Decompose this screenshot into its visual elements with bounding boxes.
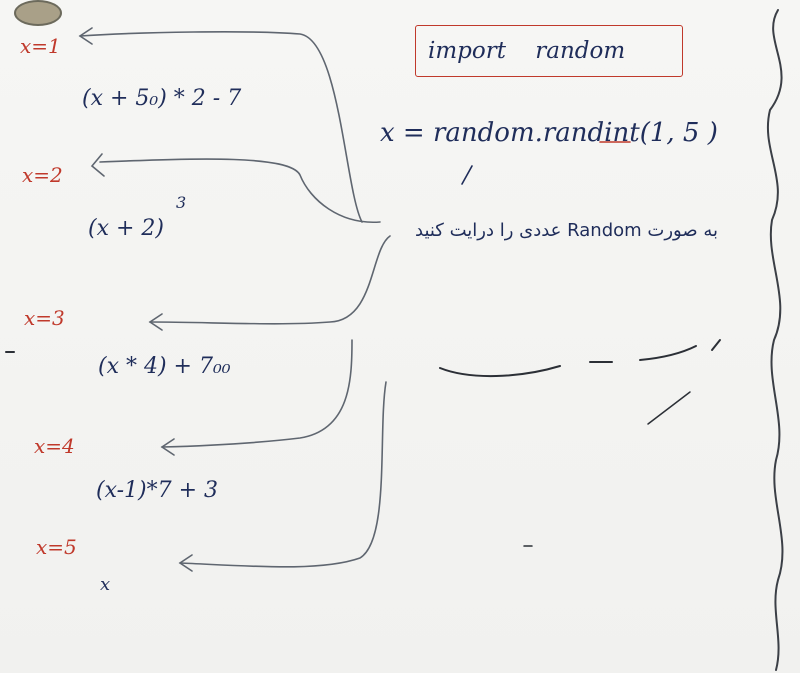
expression-1: (x + 5₀) * 2 - 7	[82, 86, 242, 111]
expression-4: (x-1)*7 + 3	[96, 478, 219, 503]
import-box: import random	[415, 25, 683, 77]
arrow-head-x4	[160, 438, 175, 456]
arrow-to-x2	[99, 158, 381, 223]
label-x3: x=3	[24, 306, 65, 330]
expression-5: x	[100, 574, 111, 595]
label-x1: x=1	[20, 34, 61, 58]
arrow-to-x3	[149, 235, 391, 325]
arrow-head-x1	[78, 27, 93, 45]
board-magnet	[14, 0, 62, 26]
arrow-head-x5	[178, 554, 193, 572]
dash-1	[439, 365, 561, 377]
dash-3	[639, 345, 697, 361]
arrow-to-x5	[179, 381, 387, 568]
expression-3: (x * 4) + 7₀₀	[98, 354, 231, 379]
persian-note: به صورت Random عددی را درایت کنید	[415, 220, 719, 241]
pen-tick	[461, 165, 473, 185]
expression-2-exponent: 3	[176, 193, 187, 212]
arrow-head-x2	[90, 153, 105, 177]
arrow-head-x3	[148, 313, 163, 331]
randint-assignment: x = random.randint(1, 5 )	[380, 118, 718, 148]
label-x2: x=2	[22, 163, 63, 187]
dash-4	[711, 339, 721, 351]
board-edge-line	[766, 9, 784, 671]
import-statement: import random	[428, 38, 626, 64]
label-x5: x=5	[36, 535, 77, 559]
arrow-to-x4	[161, 339, 353, 448]
arrow-to-x1	[79, 31, 363, 223]
label-x4: x=4	[34, 434, 75, 458]
dash-5	[647, 391, 691, 425]
expression-2: (x + 2)	[88, 216, 164, 241]
